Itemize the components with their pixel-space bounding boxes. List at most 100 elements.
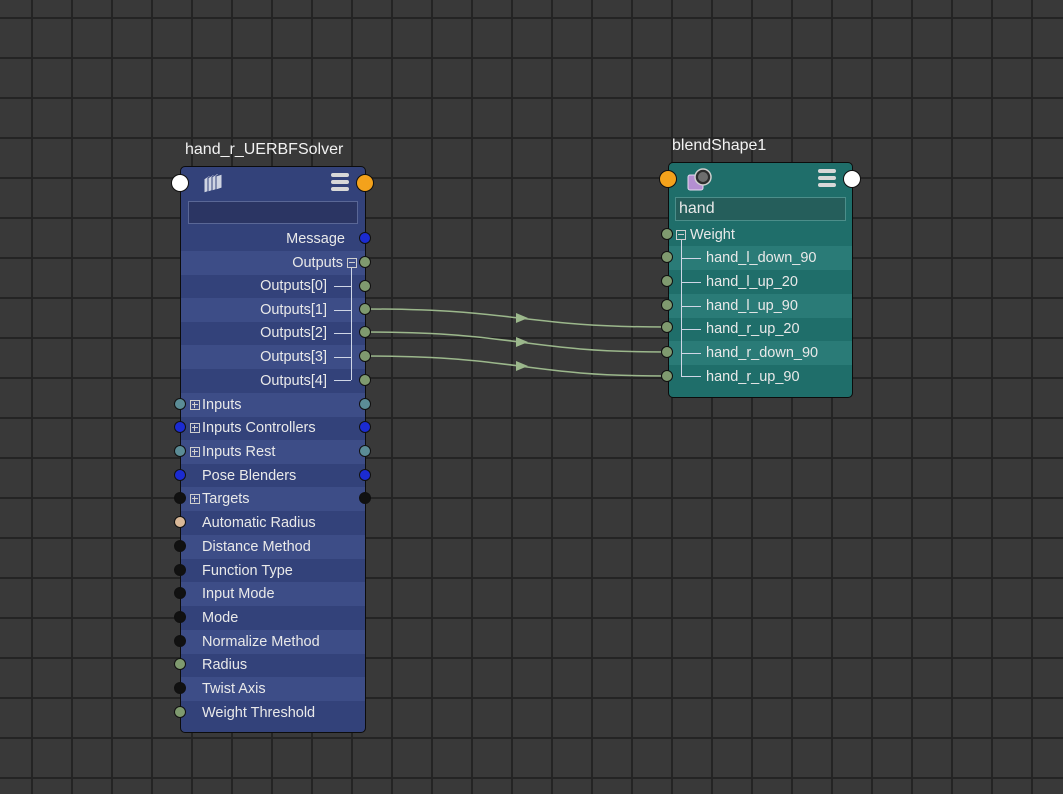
expand-icon[interactable] [190, 400, 200, 410]
port-outputs-3-out[interactable] [359, 350, 371, 362]
port-hand-r-up-20-in[interactable] [661, 321, 673, 333]
attr-message[interactable]: Message [181, 227, 365, 251]
collapse-icon[interactable] [676, 230, 686, 240]
attr-label: Distance Method [202, 539, 311, 555]
port-targets-in[interactable] [174, 492, 186, 504]
attr-label: Outputs[1] [260, 302, 327, 318]
blend-filter-input[interactable] [675, 197, 846, 221]
port-distance-method-in[interactable] [174, 540, 186, 552]
port-input-mode-in[interactable] [174, 587, 186, 599]
port-automatic-radius-in[interactable] [174, 516, 186, 528]
port-hand-r-down-90-in[interactable] [661, 346, 673, 358]
port-outputs-4-out[interactable] [359, 374, 371, 386]
attr-outputs[interactable]: Outputs [181, 251, 365, 275]
attr-outputs-1[interactable]: Outputs[1] [181, 298, 365, 322]
port-outputs-out[interactable] [359, 256, 371, 268]
tree-line [681, 258, 701, 259]
attr-twist-axis[interactable]: Twist Axis [181, 677, 365, 701]
attr-function-type[interactable]: Function Type [181, 559, 365, 583]
attr-input-mode[interactable]: Input Mode [181, 582, 365, 606]
solver-node[interactable]: Message Outputs Outputs[0] Outputs[1] Ou… [180, 166, 366, 733]
solver-output-node-port[interactable] [356, 174, 374, 192]
expand-icon[interactable] [190, 494, 200, 504]
attr-inputs-controllers[interactable]: Inputs Controllers [181, 416, 365, 440]
port-inputs-out[interactable] [359, 398, 371, 410]
port-inputs-in[interactable] [174, 398, 186, 410]
attr-label: hand_r_up_20 [706, 321, 800, 337]
port-weight-in[interactable] [661, 228, 673, 240]
stacked-pages-icon [203, 172, 223, 194]
attr-label: hand_l_up_20 [706, 274, 798, 290]
attr-weight-threshold[interactable]: Weight Threshold [181, 701, 365, 725]
attr-pose-blenders[interactable]: Pose Blenders [181, 464, 365, 488]
port-normalize-method-in[interactable] [174, 635, 186, 647]
attr-label: Targets [202, 491, 250, 507]
port-message-out[interactable] [359, 232, 371, 244]
attr-outputs-2[interactable]: Outputs[2] [181, 321, 365, 345]
port-hand-l-up-20-in[interactable] [661, 275, 673, 287]
attr-distance-method[interactable]: Distance Method [181, 535, 365, 559]
attr-outputs-4[interactable]: Outputs[4] [181, 369, 365, 393]
tree-line [351, 268, 352, 380]
port-targets-out[interactable] [359, 492, 371, 504]
solver-input-node-port[interactable] [171, 174, 189, 192]
port-hand-l-down-90-in[interactable] [661, 251, 673, 263]
port-inputs-rest-out[interactable] [359, 445, 371, 457]
attr-mode[interactable]: Mode [181, 606, 365, 630]
attr-label: Mode [202, 610, 239, 626]
attr-hand-l-up-20[interactable]: hand_l_up_20 [669, 270, 852, 294]
port-function-type-in[interactable] [174, 564, 186, 576]
attr-label: hand_r_down_90 [706, 345, 819, 361]
attr-inputs-rest[interactable]: Inputs Rest [181, 440, 365, 464]
blend-node-title[interactable]: blendShape1 [672, 137, 767, 154]
attr-targets[interactable]: Targets [181, 487, 365, 511]
blend-output-node-port[interactable] [843, 170, 861, 188]
port-outputs-0-out[interactable] [359, 280, 371, 292]
tree-line [681, 306, 701, 307]
attr-inputs[interactable]: Inputs [181, 393, 365, 417]
port-inputs-controllers-in[interactable] [174, 421, 186, 433]
port-inputs-controllers-out[interactable] [359, 421, 371, 433]
tree-line [334, 286, 351, 287]
port-hand-l-up-90-in[interactable] [661, 299, 673, 311]
port-pose-blenders-in[interactable] [174, 469, 186, 481]
solver-node-title[interactable]: hand_r_UERBFSolver [185, 141, 344, 158]
blend-input-node-port[interactable] [659, 170, 677, 188]
tree-line [334, 357, 351, 358]
port-hand-r-up-90-in[interactable] [661, 370, 673, 382]
port-twist-axis-in[interactable] [174, 682, 186, 694]
attr-label: Inputs Controllers [202, 420, 316, 436]
port-inputs-rest-in[interactable] [174, 445, 186, 457]
tree-line [681, 376, 701, 377]
attr-automatic-radius[interactable]: Automatic Radius [181, 511, 365, 535]
attr-label: Normalize Method [202, 634, 320, 650]
attr-outputs-0[interactable]: Outputs[0] [181, 274, 365, 298]
port-mode-in[interactable] [174, 611, 186, 623]
collapse-icon[interactable] [347, 258, 357, 268]
attr-weight[interactable]: Weight [669, 223, 852, 247]
port-outputs-2-out[interactable] [359, 326, 371, 338]
attr-normalize-method[interactable]: Normalize Method [181, 630, 365, 654]
expand-icon[interactable] [190, 447, 200, 457]
port-radius-in[interactable] [174, 658, 186, 670]
attribute-list-icon[interactable] [818, 169, 836, 187]
attr-label: Inputs [202, 397, 242, 413]
wire-arrow-2 [516, 337, 528, 347]
attr-hand-r-up-20[interactable]: hand_r_up_20 [669, 317, 852, 341]
solver-filter-input[interactable] [188, 201, 358, 224]
attr-label: Weight [690, 227, 735, 243]
port-outputs-1-out[interactable] [359, 303, 371, 315]
attr-hand-r-up-90[interactable]: hand_r_up_90 [669, 365, 852, 389]
blendshape-node[interactable]: Weight hand_l_down_90 hand_l_up_20 hand_… [668, 162, 853, 398]
attr-label: hand_l_down_90 [706, 250, 817, 266]
attribute-list-icon[interactable] [331, 173, 349, 191]
wire-arrow-3 [516, 361, 528, 371]
port-weight-threshold-in[interactable] [174, 706, 186, 718]
attr-radius[interactable]: Radius [181, 653, 365, 677]
tree-line [681, 240, 682, 376]
port-pose-blenders-out[interactable] [359, 469, 371, 481]
attr-label: Outputs[4] [260, 373, 327, 389]
tree-line [334, 310, 351, 311]
expand-icon[interactable] [190, 423, 200, 433]
